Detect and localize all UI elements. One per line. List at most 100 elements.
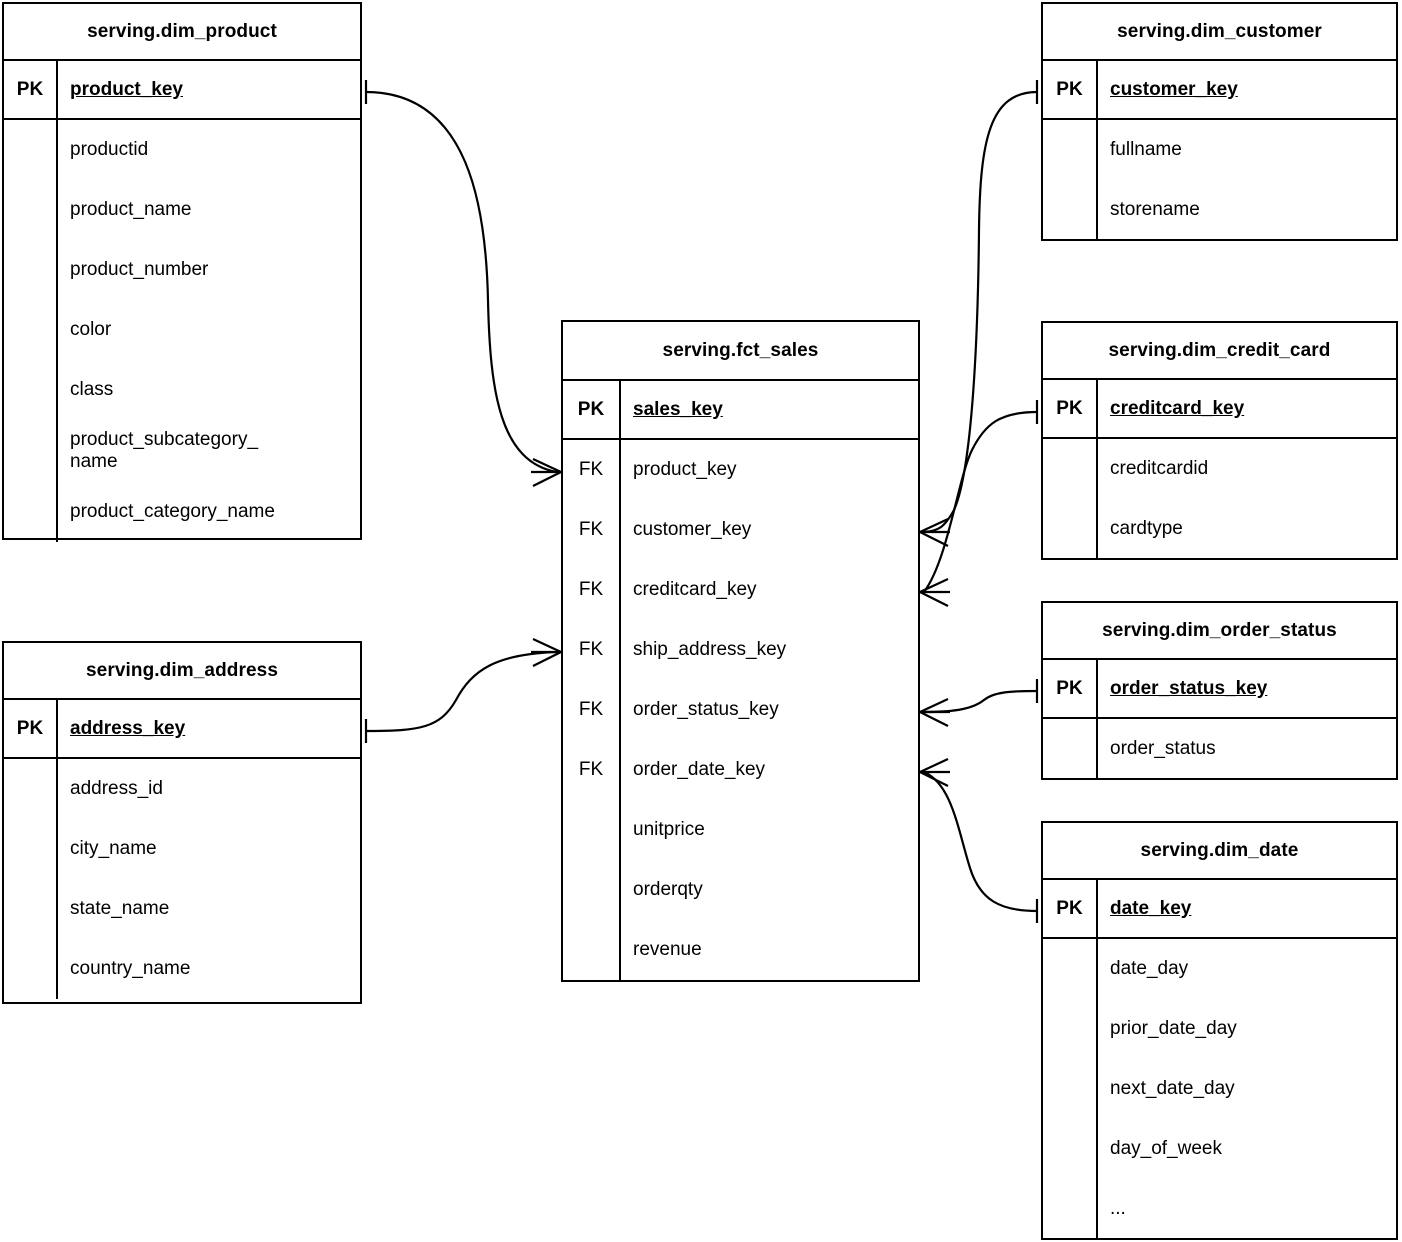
attribute-row: FK order_date_key (563, 740, 918, 800)
crowsfoot-creditcard-c (919, 591, 949, 607)
attribute-row: ... (1043, 1179, 1396, 1239)
entity-dim-date[interactable]: serving.dim_date PK date_key date_day pr… (1041, 821, 1398, 1240)
attribute-list-dim-address: address_id city_name state_name country_… (4, 759, 360, 999)
attribute-name: order_status (1110, 738, 1216, 760)
fk-badge: FK (563, 680, 621, 740)
entity-title-dim-product: serving.dim_product (4, 4, 360, 61)
attribute-name: prior_date_day (1110, 1018, 1237, 1040)
entity-fct-sales[interactable]: serving.fct_sales PK sales_key FK produc… (561, 320, 920, 982)
attribute-name: order_date_key (633, 759, 766, 781)
attribute-row: prior_date_day (1043, 999, 1396, 1059)
pk-row-fct-sales: PK sales_key (563, 381, 918, 440)
attribute-row: city_name (4, 819, 360, 879)
crowsfoot-creditcard-a (919, 578, 949, 593)
entity-dim-credit-card[interactable]: serving.dim_credit_card PK creditcard_ke… (1041, 321, 1398, 560)
key-badge (4, 879, 58, 939)
attribute-list-fct-sales: FK product_key FK customer_key FK credit… (563, 440, 918, 980)
attribute-row: order_status (1043, 719, 1396, 779)
key-badge (4, 240, 58, 300)
pk-row-dim-product: PK product_key (4, 61, 360, 120)
attribute-row: fullname (1043, 120, 1396, 180)
attribute-row: creditcardid (1043, 439, 1396, 499)
attribute-row: FK ship_address_key (563, 620, 918, 680)
fk-badge: FK (563, 500, 621, 560)
attribute-name: country_name (70, 958, 191, 980)
entity-dim-product[interactable]: serving.dim_product PK product_key produ… (2, 2, 362, 542)
pk-name-dim-date: date_key (1110, 897, 1192, 919)
attribute-name: product_name (70, 199, 192, 221)
key-badge (563, 860, 621, 920)
pk-name-dim-order-status: order_status_key (1110, 677, 1268, 699)
relationship-address (364, 638, 562, 743)
key-badge (1043, 1119, 1098, 1179)
crowsfoot-product-c (532, 471, 562, 487)
attribute-row: FK order_status_key (563, 680, 918, 740)
crowsfoot-date-a (919, 758, 949, 773)
attribute-name: storename (1110, 199, 1200, 221)
relationship-line-creditcard (923, 410, 1038, 593)
attribute-list-dim-order-status: order_status (1043, 719, 1396, 779)
pk-name-dim-customer: customer_key (1110, 78, 1238, 100)
attribute-row: date_day (1043, 939, 1396, 999)
key-badge (4, 360, 58, 420)
key-badge (1043, 1179, 1098, 1239)
attribute-name: day_of_week (1110, 1138, 1222, 1160)
pk-row-dim-date: PK date_key (1043, 880, 1396, 939)
attribute-list-dim-customer: fullname storename (1043, 120, 1396, 240)
key-badge (1043, 499, 1098, 559)
attribute-name: order_status_key (633, 699, 779, 721)
attribute-row: next_date_day (1043, 1059, 1396, 1119)
attribute-name: address_id (70, 778, 163, 800)
attribute-name: creditcardid (1110, 458, 1209, 480)
pk-name-dim-credit-card: creditcard_key (1110, 397, 1245, 419)
key-badge (4, 759, 58, 819)
attribute-row: product_subcategory_ name (4, 420, 360, 482)
pk-badge-dim-product: PK (4, 61, 58, 118)
entity-dim-address[interactable]: serving.dim_address PK address_key addre… (2, 641, 362, 1004)
key-badge (4, 420, 58, 482)
pk-row-dim-address: PK address_key (4, 700, 360, 759)
relationship-creditcard (919, 400, 1039, 607)
relationship-line-customer (923, 90, 1038, 534)
relationship-product (364, 80, 562, 487)
attribute-row: product_number (4, 240, 360, 300)
attribute-name: ... (1110, 1198, 1126, 1220)
fk-badge: FK (563, 740, 621, 800)
key-badge (1043, 719, 1098, 779)
pk-badge-dim-credit-card: PK (1043, 380, 1098, 437)
entity-title-fct-sales: serving.fct_sales (563, 322, 918, 381)
attribute-row: productid (4, 120, 360, 180)
pk-badge-dim-date: PK (1043, 880, 1098, 937)
attribute-row: country_name (4, 939, 360, 999)
key-badge (1043, 999, 1098, 1059)
attribute-name: cardtype (1110, 518, 1183, 540)
attribute-row: unitprice (563, 800, 918, 860)
attribute-name: city_name (70, 838, 157, 860)
key-badge (563, 800, 621, 860)
crowsfoot-address-c (532, 651, 562, 667)
key-badge (1043, 1059, 1098, 1119)
crowsfoot-product-a (532, 458, 562, 473)
key-badge (1043, 439, 1098, 499)
entity-dim-customer[interactable]: serving.dim_customer PK customer_key ful… (1041, 2, 1398, 241)
attribute-name: productid (70, 139, 149, 161)
attribute-name: creditcard_key (633, 579, 757, 601)
pk-badge-dim-order-status: PK (1043, 660, 1098, 717)
key-badge (4, 180, 58, 240)
attribute-name: color (70, 319, 112, 341)
attribute-row: address_id (4, 759, 360, 819)
key-badge (1043, 180, 1098, 240)
key-badge (4, 120, 58, 180)
entity-title-dim-customer: serving.dim_customer (1043, 4, 1396, 61)
entity-title-dim-date: serving.dim_date (1043, 823, 1396, 880)
pk-row-dim-customer: PK customer_key (1043, 61, 1396, 120)
attribute-name: product_subcategory_ name (70, 429, 259, 472)
entity-dim-order-status[interactable]: serving.dim_order_status PK order_status… (1041, 601, 1398, 780)
pk-name-fct-sales: sales_key (633, 398, 723, 420)
pk-name-dim-address: address_key (70, 717, 186, 739)
attribute-row: revenue (563, 920, 918, 980)
fk-badge: FK (563, 440, 621, 500)
attribute-name: product_number (70, 259, 209, 281)
attribute-list-dim-product: productid product_name product_number co… (4, 120, 360, 542)
